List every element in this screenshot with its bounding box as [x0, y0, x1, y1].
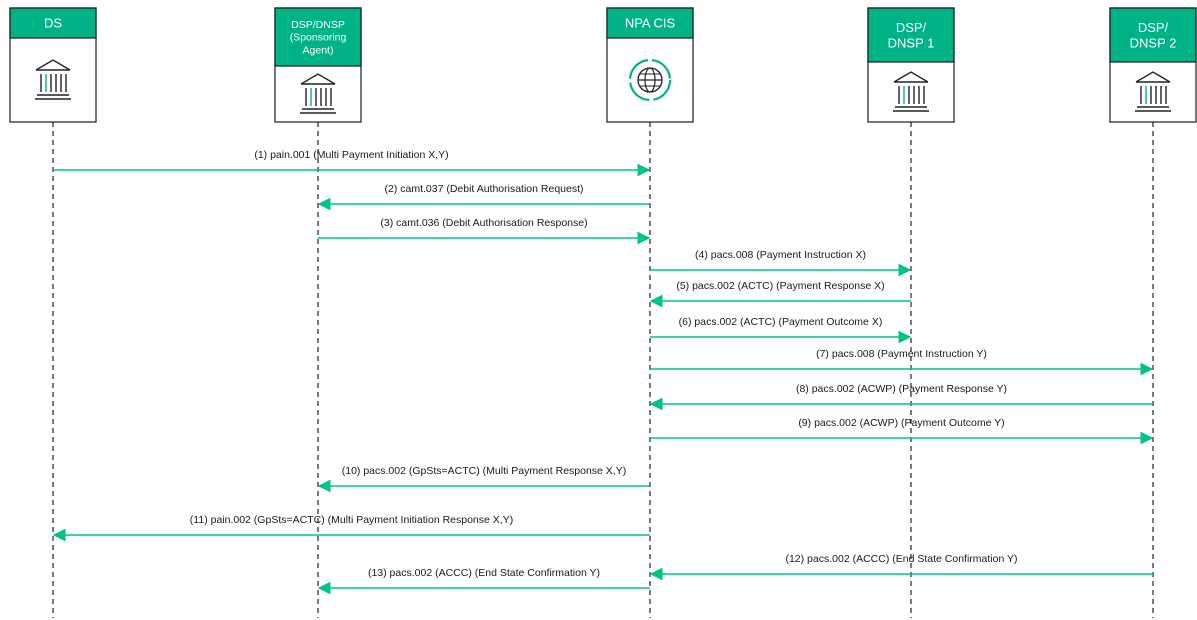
message-10: (10) pacs.002 (GpSts=ACTC) (Multi Paymen…	[317, 465, 650, 493]
bank-icon	[35, 59, 71, 100]
message-label: (1) pain.001 (Multi Payment Initiation X…	[254, 149, 448, 161]
message-label: (11) pain.002 (GpSts=ACTC) (Multi Paymen…	[190, 514, 513, 526]
bank-icon	[300, 73, 336, 114]
participant-title: DSP/	[1138, 20, 1169, 35]
message-label: (10) pacs.002 (GpSts=ACTC) (Multi Paymen…	[342, 465, 626, 477]
message-label: (6) pacs.002 (ACTC) (Payment Outcome X)	[679, 316, 883, 328]
message-label: (9) pacs.002 (ACWP) (Payment Outcome Y)	[798, 417, 1004, 429]
participant-title: NPA CIS	[625, 16, 676, 31]
message-6: (6) pacs.002 (ACTC) (Payment Outcome X)	[650, 316, 912, 344]
message-2: (2) camt.037 (Debit Authorisation Reques…	[317, 183, 650, 211]
message-label: (2) camt.037 (Debit Authorisation Reques…	[384, 183, 583, 195]
participant-title: DSP/	[896, 20, 927, 35]
participant-header	[606, 7, 694, 39]
message-9: (9) pacs.002 (ACWP) (Payment Outcome Y)	[650, 417, 1154, 445]
bank-icon	[893, 71, 929, 112]
message-3: (3) camt.036 (Debit Authorisation Respon…	[318, 217, 651, 245]
message-11: (11) pain.002 (GpSts=ACTC) (Multi Paymen…	[52, 514, 650, 542]
message-13: (13) pacs.002 (ACCC) (End State Confirma…	[317, 567, 650, 595]
participant-npa: NPA CIS	[606, 7, 694, 123]
message-label: (12) pacs.002 (ACCC) (End State Confirma…	[785, 553, 1017, 565]
participant-title: DNSP 1	[888, 35, 935, 50]
globe-icon	[628, 58, 672, 102]
message-12: (12) pacs.002 (ACCC) (End State Confirma…	[649, 553, 1153, 581]
message-label: (4) pacs.008 (Payment Instruction X)	[695, 249, 866, 261]
message-label: (5) pacs.002 (ACTC) (Payment Response X)	[676, 280, 884, 292]
message-7: (7) pacs.008 (Payment Instruction Y)	[650, 348, 1154, 376]
message-5: (5) pacs.002 (ACTC) (Payment Response X)	[649, 280, 911, 308]
message-label: (3) camt.036 (Debit Authorisation Respon…	[380, 217, 587, 229]
lifelines	[52, 122, 1154, 618]
participant-title: Agent)	[303, 44, 334, 56]
message-8: (8) pacs.002 (ACWP) (Payment Response Y)	[649, 383, 1153, 411]
participant-dnsp1: DSP/DNSP 1	[867, 7, 955, 123]
message-label: (7) pacs.008 (Payment Instruction Y)	[816, 348, 987, 360]
message-label: (8) pacs.002 (ACWP) (Payment Response Y)	[796, 383, 1007, 395]
participant-title: (Sponsoring	[290, 32, 347, 44]
participant-header	[867, 7, 955, 63]
participant-header	[9, 7, 97, 39]
participant-title: DNSP 2	[1130, 35, 1177, 50]
participant-title: DSP/DNSP	[291, 19, 345, 31]
messages: (1) pain.001 (Multi Payment Initiation X…	[52, 149, 1154, 595]
message-label: (13) pacs.002 (ACCC) (End State Confirma…	[368, 567, 600, 579]
bank-icon	[1135, 71, 1171, 112]
message-4: (4) pacs.008 (Payment Instruction X)	[650, 249, 912, 277]
message-1: (1) pain.001 (Multi Payment Initiation X…	[53, 149, 651, 177]
participant-header	[1109, 7, 1197, 63]
participant-title: DS	[44, 16, 62, 31]
participant-dnsp2: DSP/DNSP 2	[1109, 7, 1197, 123]
participant-header	[274, 7, 362, 67]
participant-ds: DS	[9, 7, 97, 123]
